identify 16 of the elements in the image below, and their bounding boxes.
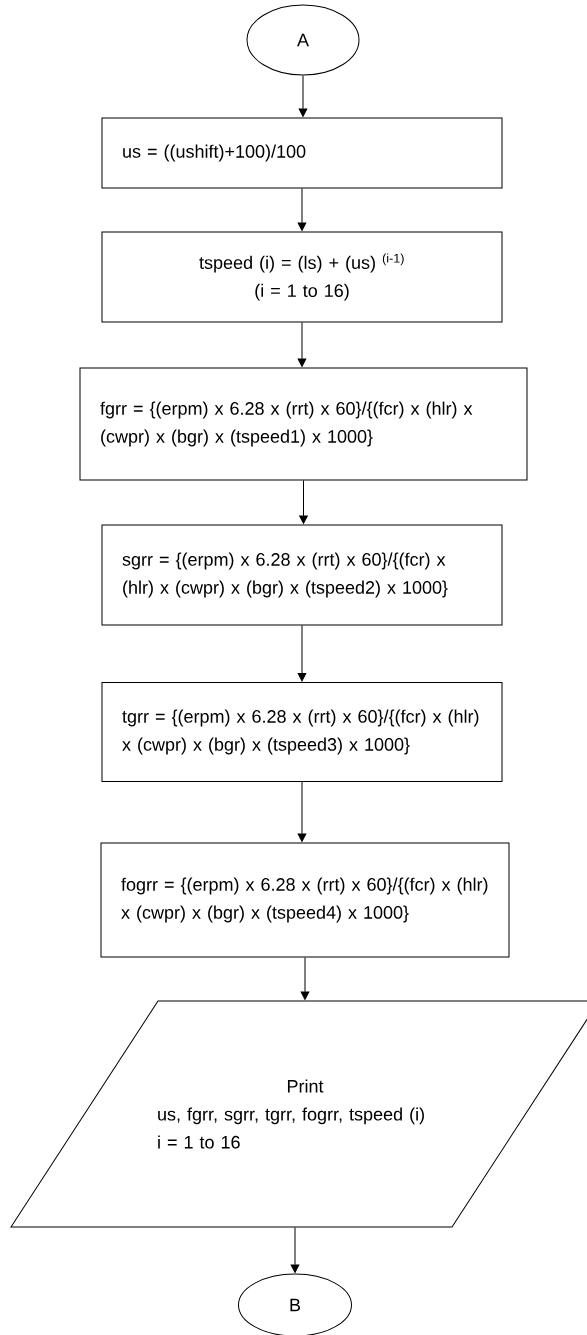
arrow: [297, 625, 307, 682]
process-box: fogrr = {(erpm) x 6.28 x (rrt) x 60}/{(fcr) x (hlr) x (cwpr) x (bgr) x (tspeed4) x 1000}: [100, 842, 510, 958]
process-box: fgrr = {(erpm) x 6.28 x (rrt) x 60}/{(fcr) x (hlr) x (cwpr) x (bgr) x (tspeed1) x 1000}: [79, 367, 528, 481]
arrow: [300, 957, 310, 1000]
arrow: [297, 188, 307, 231]
arrow: [290, 1227, 300, 1273]
arrow: [298, 75, 308, 117]
process-box: tgrr = {(erpm) x 6.28 x (rrt) x 60}/{(fcr) x (hlr) x (cwpr) x (bgr) x (tspeed3) x 1000}: [101, 682, 503, 782]
arrow: [299, 480, 308, 524]
process-box: sgrr = {(erpm) x 6.28 x (rrt) x 60}/{(fcr) x (hlr) x (cwpr) x (bgr) x (tspeed2) x 1000}: [101, 524, 503, 626]
process-box: tspeed (i) = (ls) + (us) $^{(i-1)}$ (i = 1 to 16): [101, 231, 503, 323]
connector-oval: A: [246, 4, 360, 76]
output-parallelogram: Print us, fgrr, sgrr, tgrr, fogrr, tspeed (i) i = 1 to 16: [10, 1000, 587, 1228]
process-box: us = ((ushift)+100)/100: [101, 117, 503, 189]
arrow: [297, 322, 307, 367]
arrow: [297, 781, 307, 842]
